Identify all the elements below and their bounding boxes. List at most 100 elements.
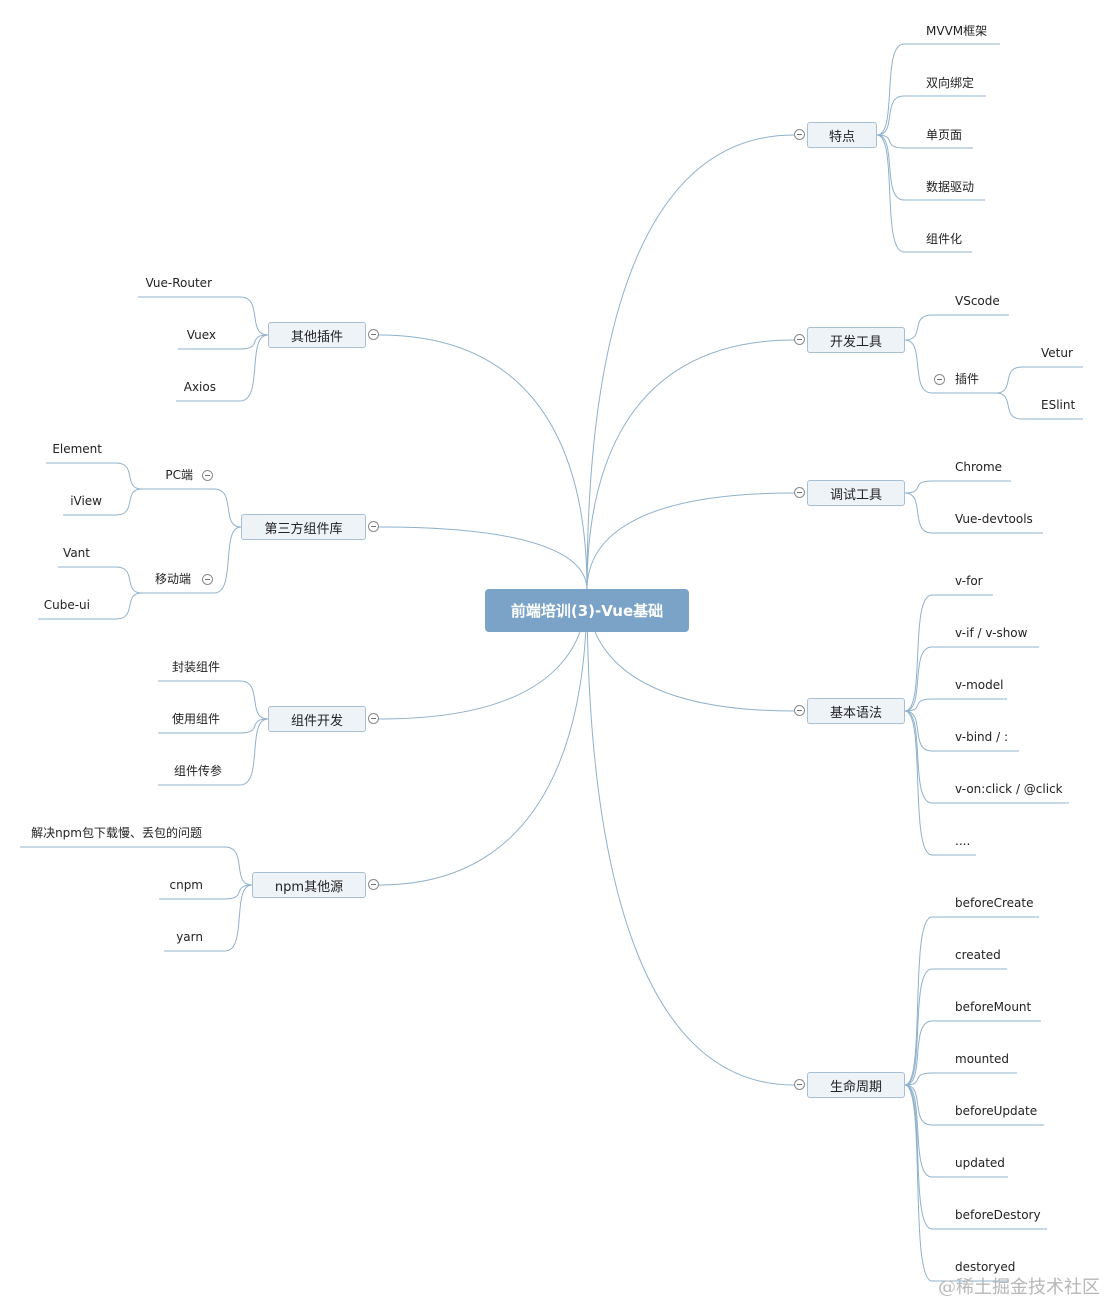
leaf-v-on: v-on:click / @click [955,782,1063,796]
link-life-leaf-1 [904,968,1007,1086]
root-topic[interactable]: 前端培训(3)-Vue基础 [485,589,689,632]
leaf-single-page: 单页面 [926,128,963,142]
leaf-vscode: VScode [955,294,1000,308]
leaf-vetur: Vetur [1041,346,1073,360]
leaf-before-mount: beforeMount [955,1000,1032,1014]
link-debug-tools [586,492,795,591]
collapse-toggle-icon[interactable] [794,487,805,498]
topic-basic-syntax[interactable]: 基本语法 [807,698,905,724]
link-life-leaf-5 [904,1084,1008,1178]
link-dev-leaf-0 [904,314,1009,341]
link-pc-leaf-1 [63,488,143,516]
leaf-componentization: 组件化 [926,232,963,246]
leaf-v-bind: v-bind / : [955,730,1008,744]
leaf-use-component: 使用组件 [171,712,220,726]
leaf-before-update: beforeUpdate [955,1104,1038,1118]
leaf-vue-router: Vue-Router [145,276,212,290]
leaf-plugins[interactable]: 插件 [955,372,980,386]
topic-lifecycle[interactable]: 生命周期 [807,1072,905,1098]
leaf-cnpm: cnpm [169,878,203,892]
collapse-toggle-icon[interactable] [794,1079,805,1090]
link-npm-leaf-0 [20,846,253,886]
link-npm-sources [378,589,588,886]
leaf-data-driven: 数据驱动 [926,180,975,194]
link-debug-leaf-0 [904,480,1011,494]
leaf-before-destory: beforeDestory [955,1208,1041,1222]
link-comp-leaf-2 [158,718,269,786]
link-life-leaf-2 [904,1020,1041,1086]
link-lib-leaf-1 [142,526,242,594]
link-syntax-leaf-3 [904,710,1019,752]
leaf-updated: updated [955,1156,1005,1170]
topic-features[interactable]: 特点 [807,122,877,148]
link-features-leaf-3 [876,134,985,201]
link-plugins-leaf-1 [178,334,269,350]
topic-component-dev[interactable]: 组件开发 [268,706,366,732]
leaf-vue-devtools: Vue-devtools [955,512,1033,526]
link-syntax-leaf-0 [904,594,993,712]
link-third-party-libs [378,526,588,591]
link-npm-leaf-2 [164,884,253,952]
collapse-toggle-icon[interactable] [368,713,379,724]
collapse-toggle-icon[interactable] [202,470,213,481]
topic-npm-sources[interactable]: npm其他源 [252,872,366,898]
link-comp-leaf-1 [158,718,269,734]
leaf-mobile[interactable]: 移动端 [154,572,191,586]
leaf-mounted: mounted [955,1052,1009,1066]
link-lib-leaf-0 [142,488,242,528]
link-comp-leaf-0 [158,680,269,720]
leaf-encapsulate: 封装组件 [171,660,220,674]
leaf-destoryed: destoryed [955,1260,1016,1274]
collapse-toggle-icon[interactable] [794,334,805,345]
topic-other-plugins[interactable]: 其他插件 [268,322,366,348]
link-features [586,134,795,591]
link-dev-tools [586,339,795,591]
leaf-iview: iView [70,494,102,508]
leaf-ellipsis: .... [955,834,971,848]
leaf-v-for: v-for [955,574,983,588]
link-pc-leaf-0 [46,462,143,490]
leaf-v-model: v-model [955,678,1004,692]
leaf-props: 组件传参 [173,764,222,778]
link-life-leaf-3 [904,1072,1017,1086]
link-syntax-leaf-2 [904,698,1007,712]
leaf-yarn: yarn [176,930,203,944]
leaf-element: Element [52,442,102,456]
leaf-pc[interactable]: PC端 [165,468,193,482]
link-plugins-leaf-2 [176,334,269,402]
leaf-eslint: ESlint [1041,398,1076,412]
collapse-toggle-icon[interactable] [368,521,379,532]
collapse-toggle-icon[interactable] [202,574,213,585]
link-features-leaf-2 [876,134,973,149]
leaf-axios: Axios [183,380,216,394]
link-life-leaf-4 [904,1084,1044,1126]
link-features-leaf-4 [876,134,972,253]
link-dev-leaf-1 [904,339,1000,394]
topic-third-party-libs[interactable]: 第三方组件库 [241,514,366,540]
topic-dev-tools[interactable]: 开发工具 [807,327,905,353]
link-syntax-leaf-1 [904,646,1039,712]
leaf-two-way-binding: 双向绑定 [926,76,975,90]
leaf-chrome: Chrome [955,460,1003,474]
leaf-before-create: beforeCreate [955,896,1034,910]
link-features-leaf-0 [876,43,1000,136]
link-life-leaf-7 [904,1084,1009,1282]
watermark-text: @稀土掘金技术社区 [938,1277,1100,1298]
link-npm-leaf-1 [159,884,253,900]
link-other-plugins [378,334,588,591]
collapse-toggle-icon[interactable] [368,879,379,890]
link-debug-leaf-1 [904,492,1043,534]
link-lifecycle [586,589,795,1086]
leaf-created: created [955,948,1001,962]
link-plugins-leaf-0 [138,296,269,336]
topic-debug-tools[interactable]: 调试工具 [807,480,905,506]
leaf-v-if: v-if / v-show [955,626,1028,640]
collapse-toggle-icon[interactable] [368,329,379,340]
collapse-toggle-icon[interactable] [934,374,945,385]
link-plugin-leaf-0 [995,366,1083,394]
collapse-toggle-icon[interactable] [794,705,805,716]
link-life-leaf-0 [904,916,1039,1086]
leaf-npm-problem: 解决npm包下载慢、丢包的问题 [31,826,202,840]
collapse-toggle-icon[interactable] [794,129,805,140]
